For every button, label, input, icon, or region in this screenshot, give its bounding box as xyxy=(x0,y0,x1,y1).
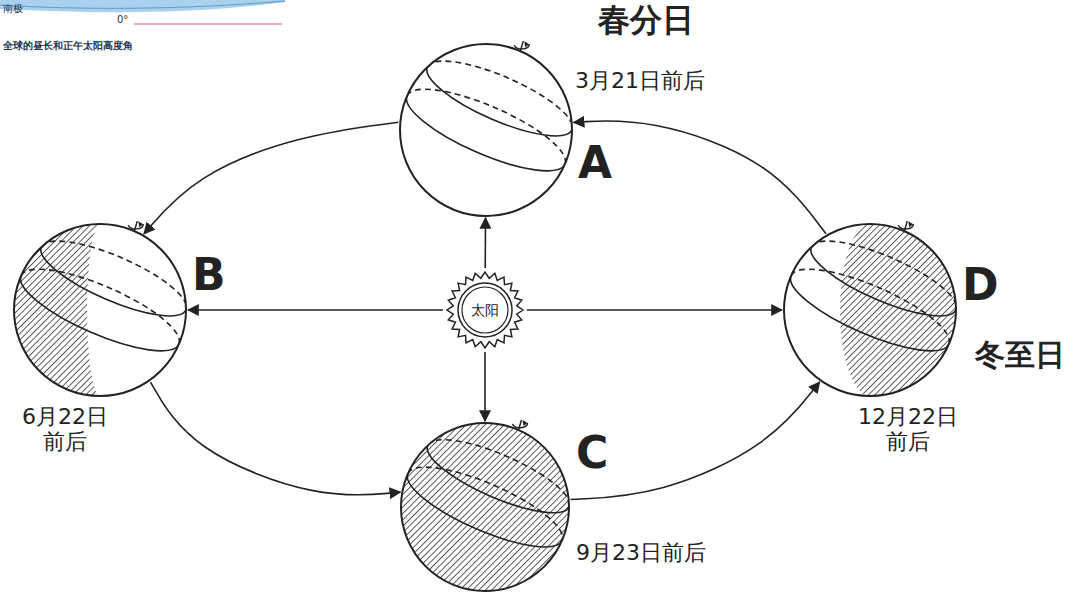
date-label: 6月22日 前后 xyxy=(22,404,108,455)
cropped-curve xyxy=(0,1,285,8)
sunlight-arrow xyxy=(484,218,486,268)
tropic-front xyxy=(419,445,569,526)
globe-drawing xyxy=(401,423,569,591)
globe-letter: A xyxy=(578,138,612,189)
tropic-front xyxy=(419,67,572,150)
sunlight-arrow xyxy=(188,309,443,311)
earth-globe: 春分日3月21日前后A xyxy=(400,44,572,216)
equator-front xyxy=(398,96,565,187)
tropic-front xyxy=(33,247,186,330)
sun-ring xyxy=(458,283,512,337)
season-label: 春分日 xyxy=(598,2,694,39)
orbit-arrow xyxy=(571,382,820,499)
rotation-symbol xyxy=(514,41,529,51)
orbit-arrow xyxy=(144,122,398,233)
cropped-band xyxy=(0,0,285,12)
sun: 太阳 xyxy=(445,270,525,350)
equator-front xyxy=(399,474,562,563)
cropped-label: 南极 xyxy=(3,3,23,15)
earth-globe: B6月22日 前后 xyxy=(14,224,186,396)
cropped-line xyxy=(134,23,282,24)
cropped-caption: 全球的昼长和正午太阳高度角 xyxy=(3,40,133,52)
equator-front xyxy=(782,276,949,367)
date-label: 12月22日 前后 xyxy=(858,404,958,455)
globe-letter: D xyxy=(962,260,999,311)
globe-drawing xyxy=(400,44,572,216)
globe-outline xyxy=(401,423,569,591)
orbit-arrow xyxy=(150,382,400,495)
night-side xyxy=(14,224,100,396)
earth-globe: D冬至日12月22日 前后 xyxy=(784,224,956,396)
orbit-arrow xyxy=(574,121,826,234)
tropic-back xyxy=(41,227,194,310)
earth-globe: C9月23日前后 xyxy=(401,423,569,591)
equator-front xyxy=(12,276,179,367)
night-side xyxy=(840,224,956,396)
globe-outline xyxy=(784,224,956,396)
globe-drawing xyxy=(14,224,186,396)
season-label: 冬至日 xyxy=(975,338,1065,373)
cropped-label: 0° xyxy=(117,14,128,26)
date-label: 9月23日前后 xyxy=(576,540,706,565)
tropic-front xyxy=(803,247,956,330)
tropic-back xyxy=(427,47,580,130)
rotation-symbol xyxy=(898,221,913,231)
tropic-back xyxy=(811,227,964,310)
sunlight-arrow xyxy=(484,352,486,421)
sun-rays xyxy=(447,272,523,348)
sun-disc xyxy=(462,287,508,333)
globe-outline xyxy=(14,224,186,396)
sun-label: 太阳 xyxy=(471,302,499,318)
globe-letter: B xyxy=(192,250,226,301)
rotation-symbol xyxy=(512,420,527,430)
globe-outline xyxy=(400,44,572,216)
sunlight-arrow xyxy=(527,309,782,311)
tropic-back xyxy=(428,426,578,507)
date-label: 3月21日前后 xyxy=(575,68,705,93)
rotation-symbol xyxy=(128,221,143,231)
globe-drawing xyxy=(784,224,956,396)
globe-letter: C xyxy=(576,428,608,479)
